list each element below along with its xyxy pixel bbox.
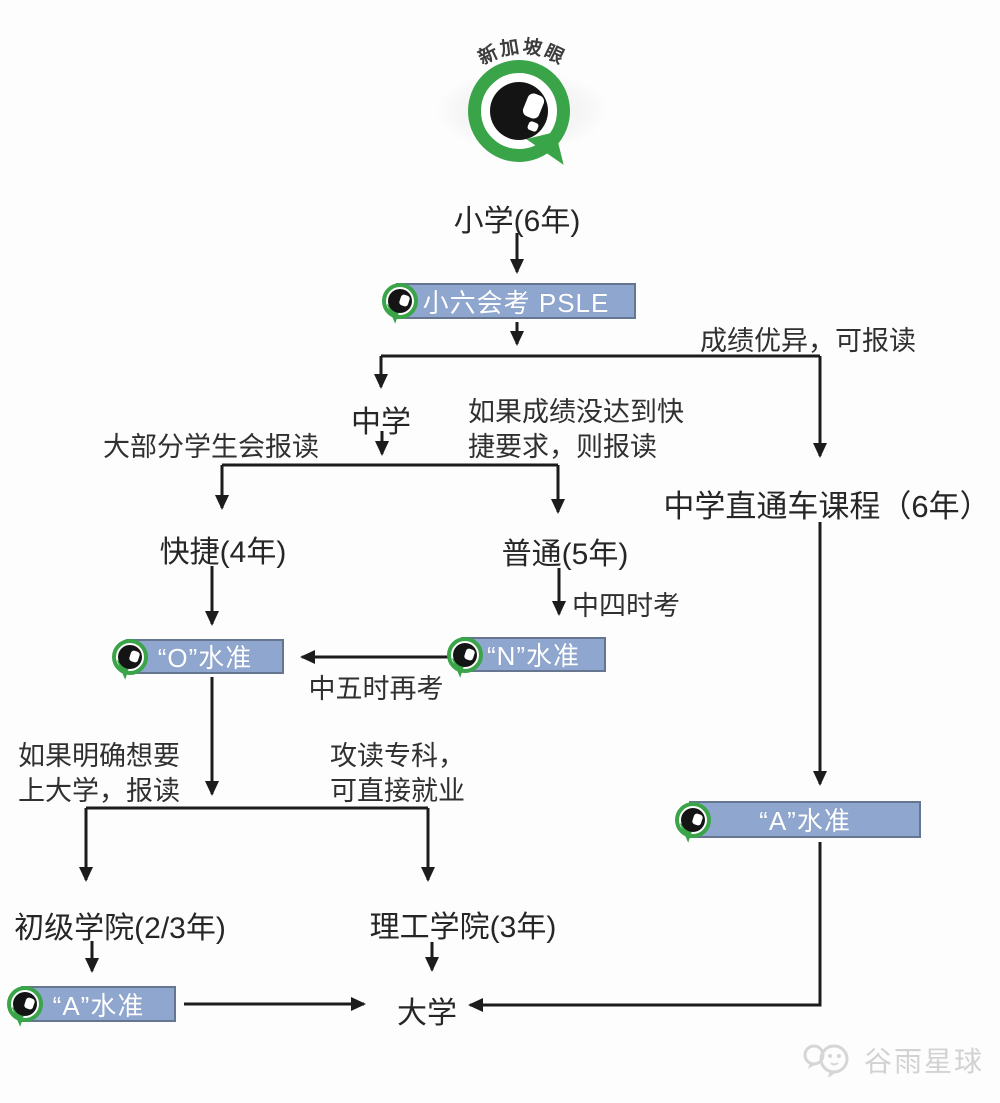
eye-badge-icon [381, 283, 418, 324]
eye-highlight-small [526, 120, 540, 133]
label-below-express-line1: 如果成绩没达到快 [468, 397, 684, 427]
watermark-text: 谷雨星球 [864, 1046, 985, 1077]
box-psle: 小六会考 PSLE [381, 283, 636, 324]
eye-badge-icon [674, 801, 711, 843]
node-through-train: 中学直通车课程（6年） [663, 489, 991, 524]
node-primary-school: 小学(6年) [453, 205, 581, 238]
node-secondary-school: 中学 [351, 406, 411, 439]
box-n-level-label: “N”水准 [486, 641, 581, 671]
brand-name: 新加坡眼 [474, 34, 567, 69]
label-exam-sec5: 中五时再考 [308, 674, 444, 704]
node-polytechnic: 理工学院(3年) [369, 911, 557, 944]
label-excellent-apply: 成绩优异，可报读 [700, 326, 916, 356]
box-a-level-left: “A”水准 [6, 986, 176, 1027]
label-diploma-line1: 攻读专科， [330, 741, 465, 771]
box-n-level: “N”水准 [446, 636, 606, 678]
label-diploma-line2: 可直接就业 [330, 776, 465, 806]
label-want-university: 如果明确想要 上大学，报读 [18, 739, 180, 809]
watermark: 谷雨星球 [800, 1038, 984, 1082]
eye-badge-icon [111, 638, 148, 680]
brand-logo: 新加坡眼 [407, 26, 637, 176]
arrow-right-alevel-to-university [468, 842, 822, 1012]
box-o-level: “O”水准 [111, 638, 284, 680]
eye-highlight [521, 91, 546, 121]
eye-badge-icon [6, 986, 43, 1027]
label-diploma: 攻读专科， 可直接就业 [330, 739, 465, 809]
svg-text:新加坡眼: 新加坡眼 [474, 34, 569, 69]
brand-arched-text: 新加坡眼 [474, 34, 569, 69]
eye-badge-icon [446, 636, 483, 678]
node-express-stream: 快捷(4年) [159, 536, 287, 569]
bubble-tail [526, 131, 564, 173]
node-junior-college: 初级学院(2/3年) [14, 912, 226, 945]
box-a-level-right: “A”水准 [674, 801, 921, 843]
box-a-level-left-label: “A”水准 [52, 990, 145, 1021]
label-most-students: 大部分学生会报读 [103, 432, 319, 462]
box-psle-label: 小六会考 PSLE [422, 287, 610, 318]
label-exam-sec4: 中四时考 [572, 591, 680, 621]
label-below-express: 如果成绩没达到快 捷要求，则报读 [468, 395, 684, 465]
label-want-university-line1: 如果明确想要 [18, 741, 180, 771]
watermark-icon [803, 1044, 849, 1078]
box-a-level-right-label: “A”水准 [759, 806, 851, 836]
box-o-level-label: “O”水准 [157, 643, 253, 673]
eye-pupil [490, 82, 548, 140]
node-university: 大学 [397, 997, 457, 1030]
label-below-express-line2: 捷要求，则报读 [468, 432, 657, 462]
node-normal-stream: 普通(5年) [501, 538, 629, 571]
label-want-university-line2: 上大学，报读 [18, 776, 180, 806]
